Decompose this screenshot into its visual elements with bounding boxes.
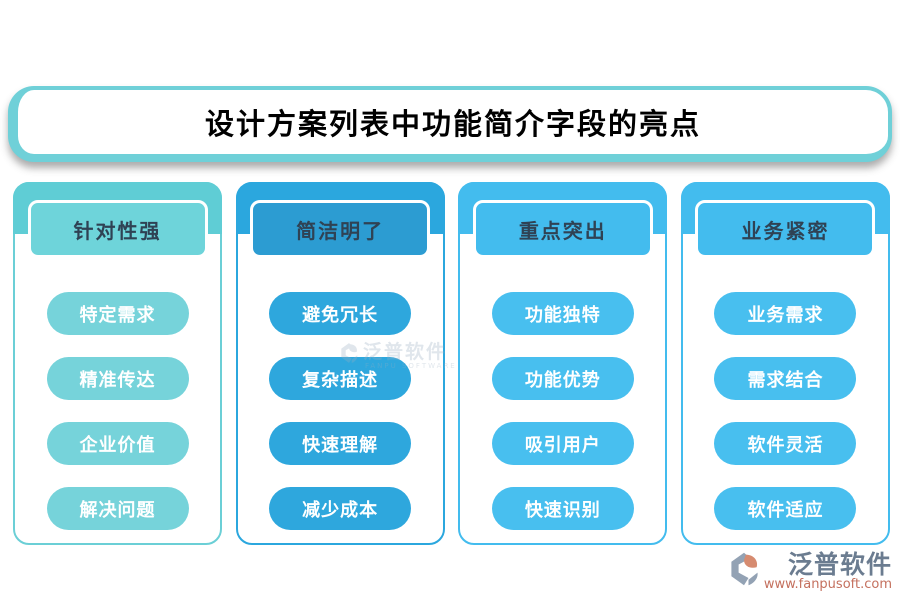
- item-pill: 避免冗长: [269, 292, 412, 335]
- item-list: 特定需求 精准传达 企业价值 解决问题: [15, 292, 220, 530]
- brand-url: www.fanpusoft.com: [763, 577, 892, 592]
- item-list: 避免冗长 复杂描述 快速理解 减少成本: [238, 292, 443, 530]
- item-pill: 功能优势: [491, 357, 634, 400]
- item-pill: 快速理解: [269, 422, 412, 465]
- card-header: 业务紧密: [695, 200, 876, 258]
- item-pill: 业务需求: [714, 292, 857, 335]
- card-targeted: 针对性强 特定需求 精准传达 企业价值 解决问题: [13, 182, 222, 545]
- item-pill: 软件适应: [714, 487, 857, 530]
- columns-container: 针对性强 特定需求 精准传达 企业价值 解决问题 简洁明了 避免冗长 复杂描述 …: [13, 182, 890, 545]
- card-business: 业务紧密 业务需求 需求结合 软件灵活 软件适应: [680, 182, 890, 545]
- card-header: 针对性强: [27, 200, 208, 258]
- title-banner: 设计方案列表中功能简介字段的亮点: [8, 86, 892, 162]
- item-pill: 解决问题: [46, 487, 189, 530]
- item-pill: 功能独特: [491, 292, 634, 335]
- brand-name: 泛普软件: [787, 550, 892, 579]
- item-pill: 快速识别: [491, 487, 634, 530]
- footer-brand-block: 泛普软件 www.fanpusoft.com: [726, 551, 892, 592]
- card-highlight: 重点突出 功能独特 功能优势 吸引用户 快速识别: [458, 182, 668, 545]
- card-concise: 简洁明了 避免冗长 复杂描述 快速理解 减少成本: [235, 182, 445, 545]
- item-pill: 需求结合: [714, 357, 857, 400]
- item-pill: 特定需求: [46, 292, 189, 335]
- item-pill: 减少成本: [269, 487, 412, 530]
- card-header: 重点突出: [472, 200, 653, 258]
- item-pill: 软件灵活: [714, 422, 857, 465]
- item-pill: 企业价值: [46, 422, 189, 465]
- item-list: 功能独特 功能优势 吸引用户 快速识别: [460, 292, 665, 530]
- item-pill: 精准传达: [46, 357, 189, 400]
- fanpu-logo-icon: [726, 551, 762, 591]
- item-list: 业务需求 需求结合 软件灵活 软件适应: [683, 292, 888, 530]
- page-title: 设计方案列表中功能简介字段的亮点: [204, 107, 701, 141]
- item-pill: 吸引用户: [491, 422, 634, 465]
- item-pill: 复杂描述: [269, 357, 412, 400]
- card-header: 简洁明了: [250, 200, 431, 258]
